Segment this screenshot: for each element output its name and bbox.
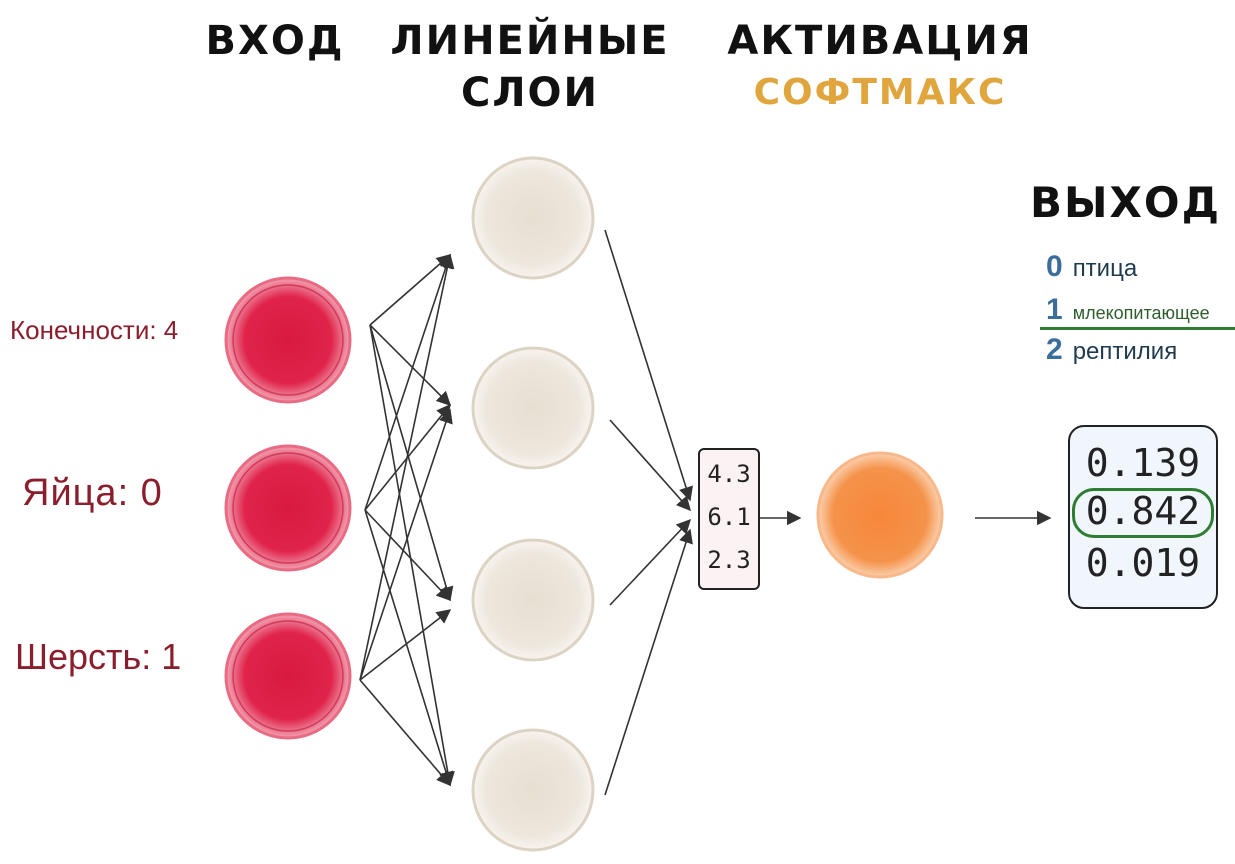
edge [359,408,453,681]
input-node [224,276,352,404]
input-node [224,612,352,740]
probability-value: 0.139 [1085,441,1201,485]
input-label-fur: Шерсть: 1 [15,636,182,677]
hidden-node [471,728,595,852]
input-nodes [224,276,352,740]
logits-box: 4.3 6.1 2.3 [698,448,760,590]
legend-index: 1 [1046,293,1063,326]
legend-name: рептилия [1072,338,1178,365]
legend-name: птица [1072,255,1138,282]
probabilities-box: 0.139 0.842 0.019 [1068,425,1218,609]
edge [359,253,455,681]
legend-index: 2 [1046,333,1063,366]
probability-value: 0.019 [1085,541,1201,585]
edge [364,509,454,787]
hidden-node [471,346,595,470]
hidden-node [471,156,595,280]
logit-value: 4.3 [707,460,751,488]
header-input: ВХОД [205,18,345,64]
header-linear-line1: ЛИНЕЙНЫЕ [390,18,670,64]
header-output: ВЫХОД [1030,178,1222,227]
legend-row-reptile: 2 рептилия [1046,333,1177,367]
hidden-node [471,538,595,662]
hidden-logit-edges [604,229,693,796]
edge [364,253,453,511]
legend-index: 0 [1046,250,1063,283]
input-node [224,444,352,572]
predicted-class-highlight [1072,488,1214,538]
input-node-scribble [232,284,344,396]
header-activation: АКТИВАЦИЯ [727,18,1033,64]
edge [369,324,452,407]
input-node-scribble [232,452,344,564]
edge [359,679,451,787]
edge [369,324,455,787]
logit-value: 6.1 [707,503,751,531]
edge [369,254,452,326]
legend-row-mammal: 1 млекопитающее [1046,293,1235,327]
edge [359,609,452,681]
header-linear-line2: СЛОИ [460,70,600,116]
legend-highlight-underline [1040,327,1235,330]
logit-value: 2.3 [707,546,751,574]
edge [609,518,691,606]
edge [364,509,451,602]
edge [609,419,691,512]
header-softmax: СОФТМАКС [753,72,1007,113]
input-node-scribble [232,620,344,732]
input-label-eggs: Яйца: 0 [22,472,163,514]
edge [604,528,693,796]
hidden-nodes [471,156,595,852]
legend-row-bird: 0 птица [1046,250,1137,284]
legend-name: млекопитающее [1072,303,1210,323]
probability-value-predicted: 0.842 [1085,489,1201,533]
input-hidden-edges [359,253,455,787]
edge [369,324,454,602]
softmax-node [816,451,944,579]
input-label-limbs: Конечности: 4 [10,315,179,345]
edge [604,229,693,502]
